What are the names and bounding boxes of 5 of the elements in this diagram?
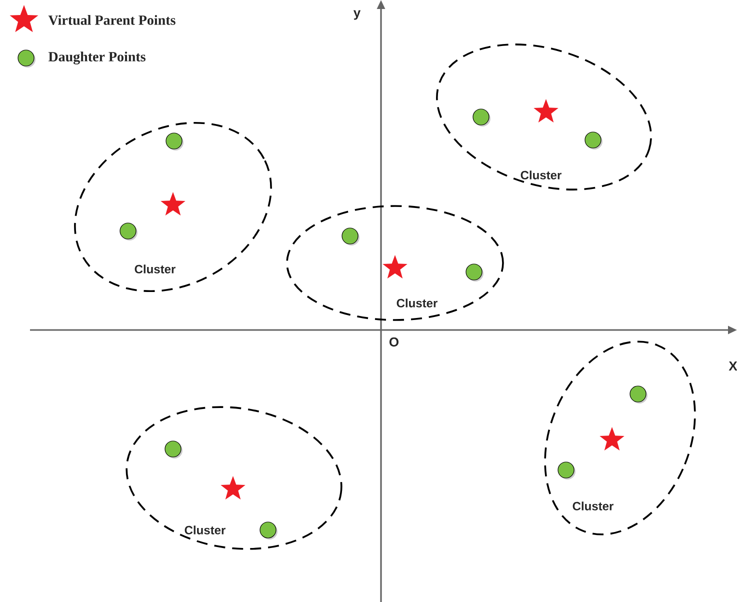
axis-label: y	[353, 10, 361, 20]
legend-text: Daughter Points	[48, 52, 146, 64]
axis-label: X	[728, 362, 737, 370]
legend-text: Virtual Parent Points	[48, 15, 176, 25]
axis-label: O	[389, 337, 399, 347]
